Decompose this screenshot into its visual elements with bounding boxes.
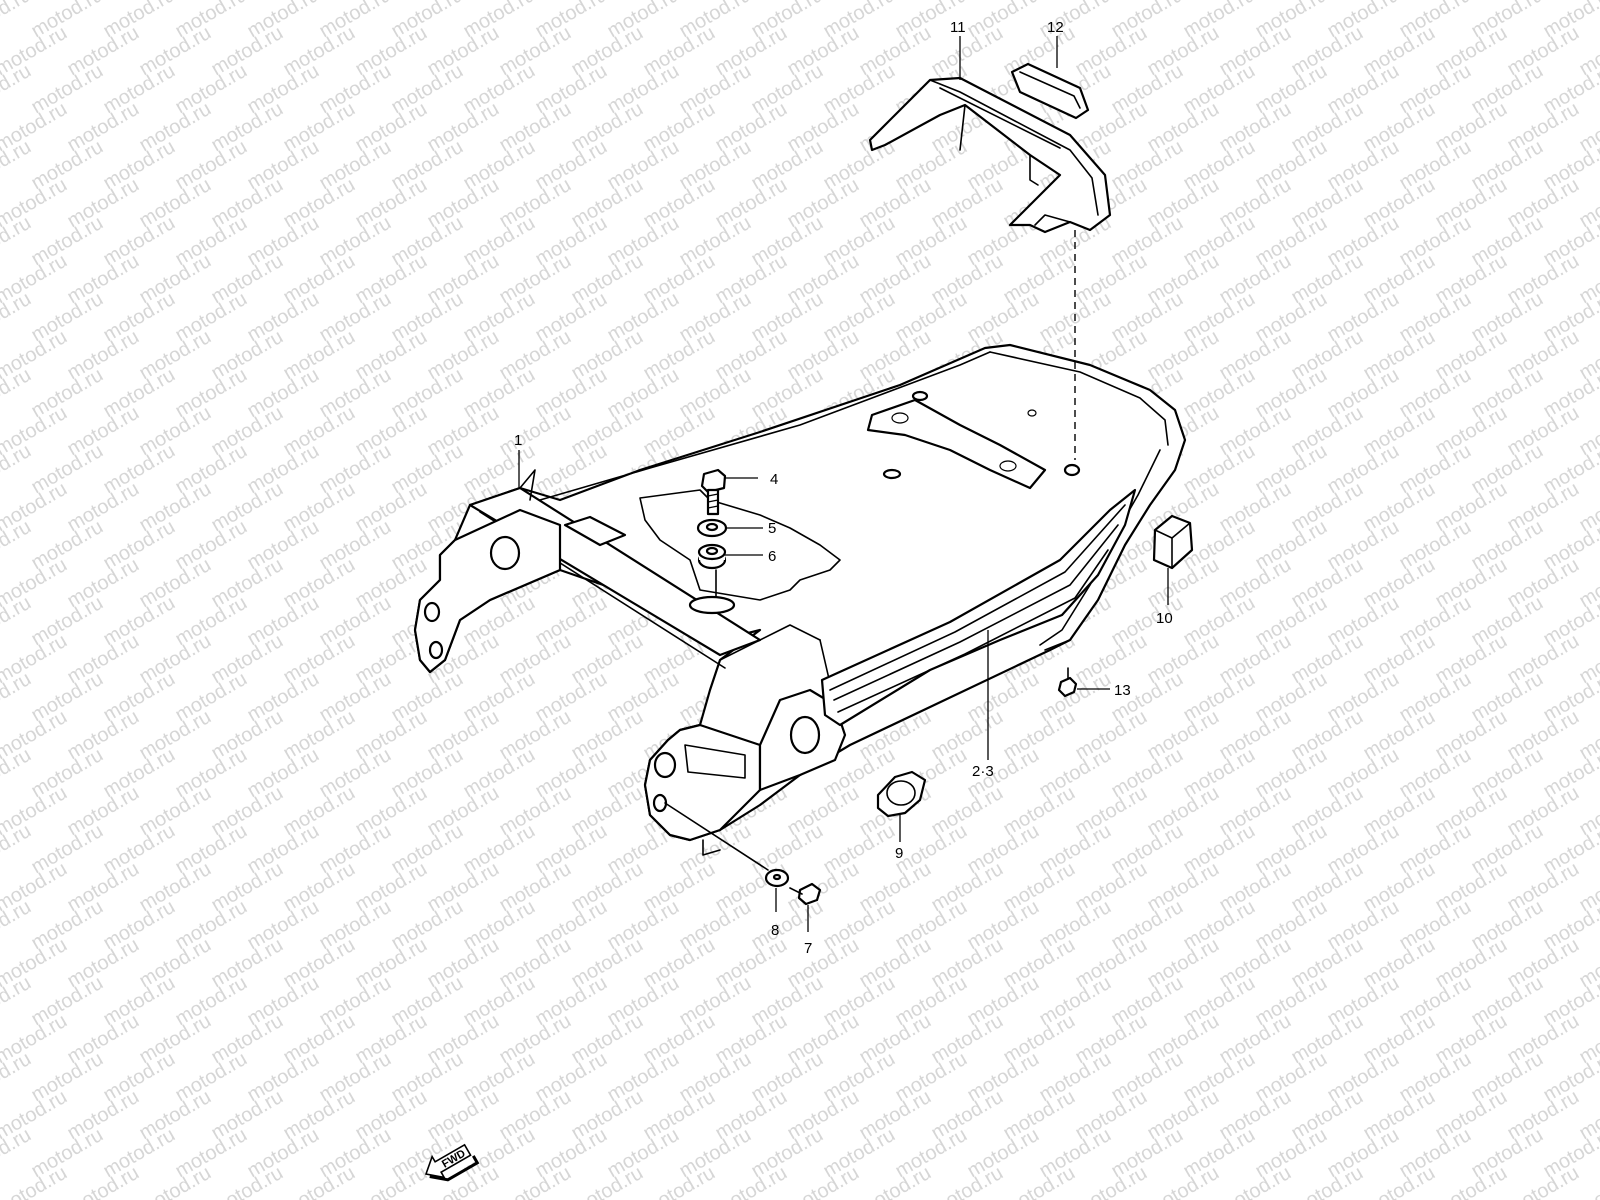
callout-7: 7 xyxy=(804,940,812,957)
callout-12: 12 xyxy=(1047,19,1064,36)
washer-5 xyxy=(696,518,728,538)
callout-13: 13 xyxy=(1114,682,1131,699)
watermark-text: motod.ru xyxy=(1576,0,1600,4)
callout-6: 6 xyxy=(768,548,776,565)
callout-1: 1 xyxy=(514,432,522,449)
callout-9: 9 xyxy=(895,845,903,862)
callout-10: 10 xyxy=(1156,610,1173,627)
grommet-6 xyxy=(697,543,727,570)
callout-2-3: 2·3 xyxy=(972,763,994,780)
washer-8 xyxy=(764,868,790,888)
callout-11: 11 xyxy=(950,19,966,36)
callout-8: 8 xyxy=(771,922,779,939)
callout-5: 5 xyxy=(768,520,776,537)
callout-4: 4 xyxy=(770,471,778,488)
